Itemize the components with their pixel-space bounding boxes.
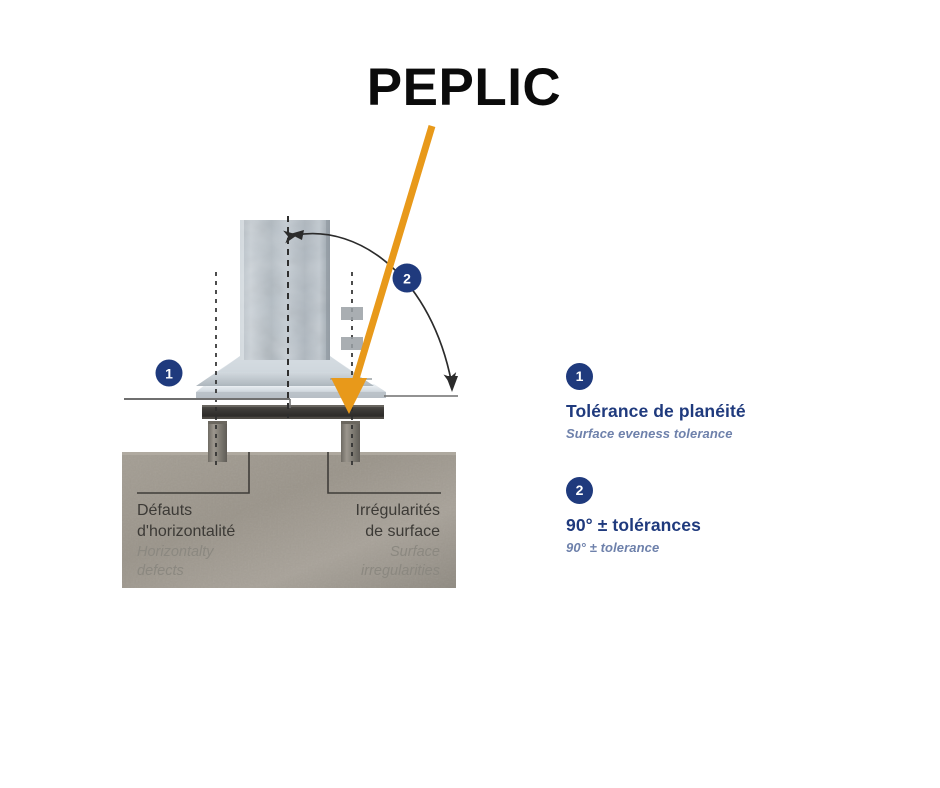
steel-column [240, 220, 330, 360]
caption-right-fr-line1: Irrégularités [355, 502, 440, 519]
legend-subtitle-flatness: Surface eveness tolerance [566, 426, 733, 441]
anchor-bolt-left [208, 421, 227, 462]
caption-surface-irregularities: Irrégularités de surface Surface irregul… [160, 500, 440, 581]
legend-subtitle-angle: 90° ± tolerance [566, 540, 660, 555]
legend-title-flatness: Tolérance de planéité [566, 401, 746, 421]
caption-right-en-line1: Surface [390, 543, 440, 560]
caption-horizontality-defects: Défauts d'horizontalité Horizontalty def… [137, 500, 235, 581]
caption-right-en-line2: irregularities [361, 562, 440, 579]
svg-text:2: 2 [403, 271, 411, 287]
caption-right-fr-line2: de surface [365, 523, 440, 541]
horizontal-datum-line [124, 398, 291, 408]
page-title-text: PEPLIC [366, 58, 562, 117]
concrete-foundation [122, 452, 456, 588]
caption-leader-lines [137, 452, 441, 494]
caption-left-fr-line1: Défauts [137, 502, 193, 519]
technical-figure: 1 2 Défauts d'horizontalité Horizontalty… [122, 124, 458, 588]
legend-panel: 1 Tolérance de planéité Surface eveness … [566, 363, 896, 555]
flatness-callout-badge[interactable]: 1 [155, 359, 183, 387]
legend-entry-flatness: 1 Tolérance de planéité Surface eveness … [566, 363, 896, 441]
legend-badge-2: 2 [566, 477, 593, 504]
caption-left-en-line2: defects [137, 562, 184, 579]
arc-arrowhead-bottom [446, 376, 458, 392]
anchor-bolt-right [341, 421, 360, 462]
caption-left-fr-line2: d'horizontalité [137, 523, 236, 541]
peplic-pointer-arrow [331, 124, 436, 414]
svg-text:1: 1 [165, 366, 173, 382]
peplic-leveling-pad [202, 405, 384, 419]
legend-badge-1: 1 [566, 363, 593, 390]
caption-left-en-line1: Horizontalty [137, 543, 214, 560]
angle-callout-badge[interactable]: 2 [392, 263, 422, 293]
page-title: PEPLIC [0, 61, 940, 114]
legend-title-angle: 90° ± tolérances [566, 515, 701, 535]
legend-entry-angle: 2 90° ± tolérances 90° ± tolerance [566, 477, 896, 555]
arc-arrowhead-left [290, 230, 304, 240]
